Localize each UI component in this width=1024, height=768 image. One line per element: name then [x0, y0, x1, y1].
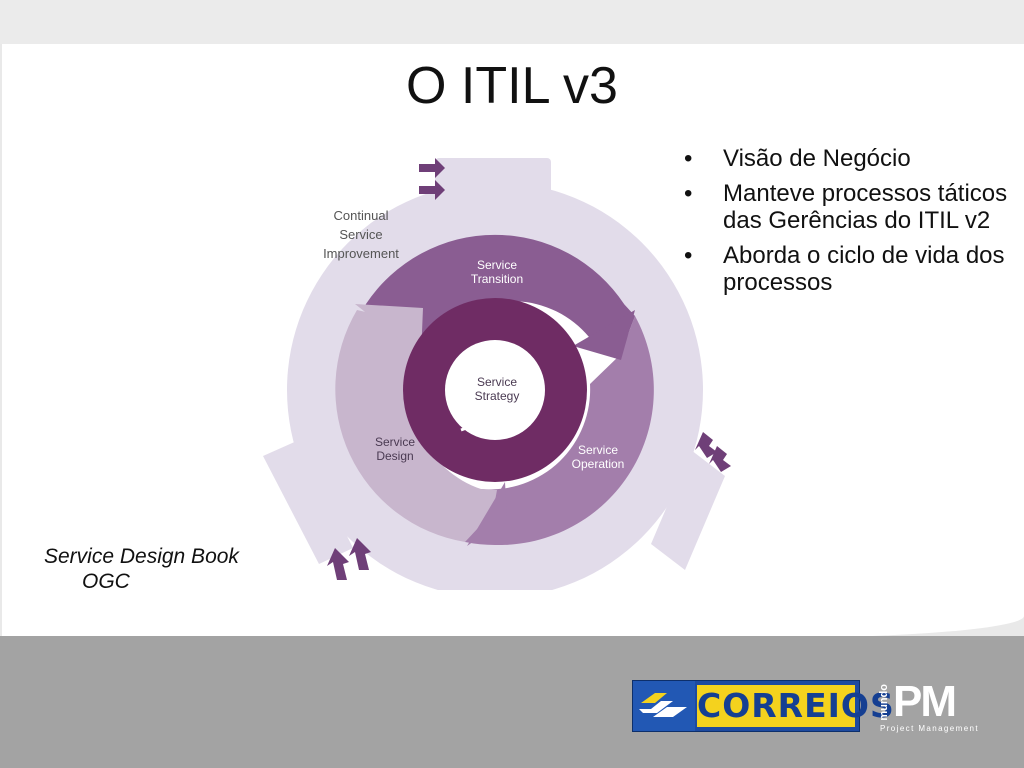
bullet-text: Manteve processos táticos das Gerências …: [723, 179, 1008, 234]
design-label-line-1: Service: [375, 435, 415, 449]
caption-line-1: Service Design Book: [44, 545, 239, 568]
bullet-text: Visão de Negócio: [723, 145, 911, 172]
service-operation-segment: [465, 316, 654, 546]
outer-label-line-1: Continual: [334, 208, 389, 223]
design-label-line-2: Design: [376, 449, 413, 463]
outer-label-line-2: Service: [339, 227, 382, 242]
mpm-pm-text: PM: [893, 677, 957, 726]
service-strategy-core: [445, 340, 545, 440]
bullet-list: • Visão de Negócio • Manteve processos tát…: [682, 145, 1012, 304]
outer-label-line-3: Improvement: [323, 246, 399, 261]
transition-label-line-2: Transition: [471, 272, 523, 286]
return-arrows: [327, 538, 371, 580]
transition-arrow-head: [573, 310, 635, 360]
correios-logo: CORREIOS: [632, 680, 895, 732]
bullet-item: • Aborda o ciclo de vida dos processos: [682, 241, 1012, 297]
mpm-subtitle: Project Management: [880, 724, 980, 733]
correios-wordmark: CORREIOS: [697, 685, 895, 727]
output-arrows: [695, 432, 731, 472]
bullet-icon: •: [684, 145, 693, 172]
transition-label-line-1: Service: [477, 258, 517, 272]
operation-arrow-head: [467, 482, 507, 546]
design-arrow-head: [355, 304, 423, 356]
strategy-notch: [460, 420, 484, 432]
mpm-mundo-text: mundo: [878, 684, 890, 721]
bullet-icon: •: [684, 241, 693, 269]
top-strip: [0, 0, 1024, 44]
bullet-item: • Visão de Negócio: [682, 145, 1012, 173]
bullet-icon: •: [684, 179, 693, 207]
itil-lifecycle-diagram: Continual Service Improvement Service Tr…: [263, 158, 731, 590]
correios-mark-icon: [633, 681, 695, 731]
slide-title: O ITIL v3: [406, 57, 618, 115]
bullet-item: • Manteve processos táticos das Gerências…: [682, 179, 1012, 235]
operation-label-line-1: Service: [578, 443, 618, 457]
input-arrows: [419, 158, 445, 200]
strategy-label-line-1: Service: [477, 375, 517, 389]
bullet-text: Aborda o ciclo de vida dos processos: [723, 241, 1005, 296]
caption-line-2: OGC: [82, 570, 130, 594]
strategy-label-line-2: Strategy: [475, 389, 520, 403]
operation-label-line-2: Operation: [572, 457, 625, 471]
source-caption: Service Design Book OGC: [44, 544, 239, 594]
mundo-pm-logo: mundo PM Project Management: [878, 678, 978, 738]
